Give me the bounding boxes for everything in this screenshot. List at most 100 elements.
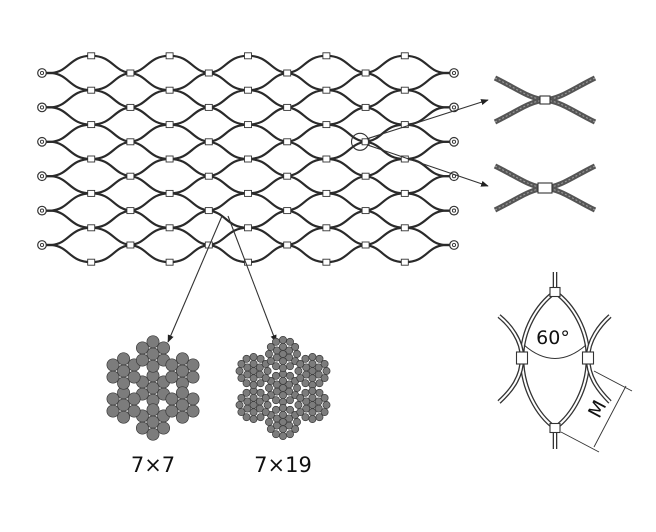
ferrule — [165, 224, 174, 232]
wire — [272, 362, 280, 371]
wire — [286, 396, 294, 405]
eyelet-hole — [39, 105, 45, 110]
label-7x7: 7×7 — [131, 453, 175, 477]
wire — [315, 413, 324, 422]
ferrule — [361, 207, 370, 215]
wire — [256, 354, 265, 363]
ferrule — [244, 189, 252, 197]
eyelet-hole — [39, 174, 45, 179]
wire — [279, 364, 287, 372]
ferrule — [322, 224, 331, 232]
wire — [146, 359, 160, 373]
arrow-to-ferrule-1 — [366, 99, 489, 140]
wire — [272, 380, 281, 389]
wire — [320, 374, 329, 382]
ferrule — [361, 172, 370, 180]
wire — [294, 367, 303, 375]
ferrule — [549, 422, 561, 434]
wire — [117, 352, 131, 366]
ferrule — [165, 189, 174, 197]
ferrule — [244, 258, 252, 266]
wire — [127, 370, 141, 384]
wire — [249, 381, 258, 389]
ferrule — [244, 121, 252, 129]
angle-label: 60° — [536, 327, 570, 349]
wire — [308, 353, 317, 361]
ext-line-2 — [560, 431, 600, 453]
ferrule — [165, 121, 174, 129]
wire — [157, 341, 171, 355]
wire — [261, 408, 270, 416]
wire — [296, 374, 305, 382]
ferrule — [539, 95, 551, 105]
ferrule — [322, 52, 331, 60]
ferrule — [126, 103, 135, 111]
ext-line-1 — [593, 370, 633, 392]
strand — [135, 369, 171, 407]
ferrule-detail-type-1 — [493, 75, 597, 125]
wire — [263, 401, 272, 409]
wire — [286, 371, 294, 380]
ferrule — [126, 241, 135, 249]
ferrule — [204, 69, 213, 77]
wire — [106, 392, 120, 406]
wire — [315, 354, 324, 363]
ferrule — [283, 172, 292, 180]
wire — [261, 374, 270, 382]
wire — [146, 347, 160, 361]
wire — [186, 370, 200, 384]
wire — [315, 388, 324, 397]
wire — [293, 384, 301, 392]
wire — [135, 353, 149, 367]
wire — [256, 413, 265, 422]
wire — [272, 371, 280, 380]
wire — [293, 418, 301, 426]
wire — [237, 408, 246, 416]
strand-lay — [544, 77, 596, 101]
wire — [186, 392, 200, 406]
wire — [296, 394, 305, 402]
wire — [117, 376, 131, 390]
wire — [106, 370, 120, 384]
wire — [265, 384, 273, 392]
eyelet-hole — [39, 242, 45, 248]
ferrule-detail-type-2 — [493, 163, 597, 213]
wire — [106, 404, 120, 418]
arrow-to-ferrule-2 — [366, 144, 489, 187]
strand — [235, 353, 272, 389]
wire — [265, 418, 273, 426]
wire — [175, 398, 189, 412]
ferrule — [283, 241, 292, 249]
ferrule — [126, 69, 135, 77]
wire — [296, 408, 305, 416]
ferrule — [400, 258, 409, 266]
edge-br — [553, 357, 591, 430]
wire — [249, 353, 258, 361]
wire — [286, 337, 294, 346]
cross-section-7x7 — [106, 335, 200, 441]
ferrule — [87, 258, 96, 266]
wire — [272, 346, 281, 355]
ferrule — [361, 138, 370, 146]
ferrule — [515, 351, 529, 365]
ferrule — [283, 103, 292, 111]
wire — [146, 381, 160, 395]
eyelet-hole — [451, 242, 457, 248]
wire — [314, 363, 323, 372]
arrow-to-7x7 — [167, 215, 223, 343]
wire — [249, 415, 258, 423]
ferrule — [361, 103, 370, 111]
wire — [165, 404, 179, 418]
strand — [265, 370, 301, 406]
wire — [265, 350, 273, 358]
ferrule — [244, 52, 252, 60]
wire — [272, 396, 280, 405]
eyelet-hole — [39, 70, 45, 76]
eyelet-hole — [451, 105, 457, 110]
wire — [146, 415, 160, 429]
ferrule — [126, 172, 135, 180]
wire — [127, 392, 141, 406]
wire — [146, 403, 160, 417]
wire — [291, 343, 300, 351]
